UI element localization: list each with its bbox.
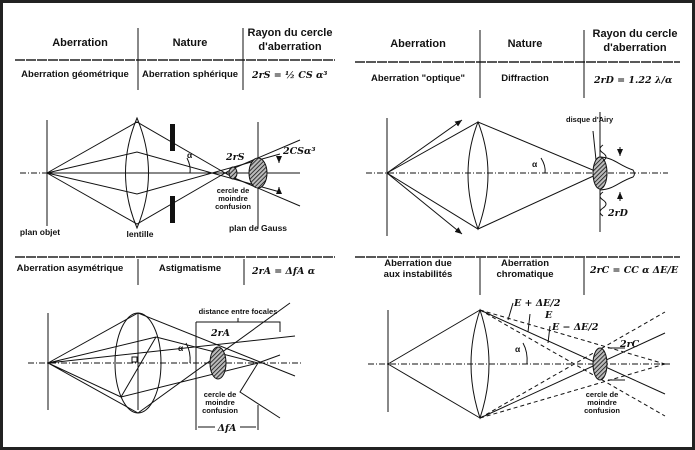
circle-label-1: cercle de: [586, 390, 619, 399]
lens-label: lentille: [127, 229, 154, 239]
lens: [125, 116, 149, 230]
chromatic-diagram: E + ΔE/2 E E − ΔE/2 α 2rC cercle de moin…: [368, 298, 670, 420]
header-nature: Nature: [508, 38, 543, 50]
lens: [467, 120, 489, 231]
spherical-aberration-diagram: α 2rS 2CSα³ cercle de moindre confusion …: [20, 116, 316, 239]
circle-label-3: confusion: [202, 406, 238, 415]
diffracted-ray: [386, 119, 463, 174]
row-formula: 2rC = CC α ΔE/E: [589, 265, 679, 276]
diffracted-ray: [386, 172, 463, 235]
two-rd-label: 2rD: [607, 208, 629, 219]
two-ra-label: 2rA: [210, 328, 230, 339]
rays-E-minus: [479, 309, 666, 419]
alpha-arc: [540, 157, 546, 174]
row-aberration: Aberration asymétrique: [17, 263, 124, 274]
row-nature: Aberration sphérique: [142, 69, 238, 80]
right-angle-mark: [131, 356, 138, 363]
focal-distance-bracket: [196, 318, 281, 332]
circle-label-1: cercle de: [204, 390, 237, 399]
header-rayon-1: Rayon du cercle: [593, 28, 678, 40]
row-nature: Astigmatisme: [159, 263, 221, 274]
header-aberration: Aberration: [52, 37, 108, 49]
circle-label-3: confusion: [584, 406, 620, 415]
row-formula: 2rA = ΔfA α: [251, 266, 316, 277]
alpha-arc: [185, 342, 191, 364]
delta-fa-label: ΔfA: [217, 423, 237, 434]
row-nature: Diffraction: [501, 73, 549, 84]
row-formula: 2rS = ½ CS α³: [251, 70, 327, 81]
circle-label-1: cercle de: [217, 186, 250, 195]
two-cs-alpha3-label: 2CSα³: [282, 146, 316, 157]
gauss-plane-label: plan de Gauss: [229, 223, 287, 233]
header-rayon-1: Rayon du cercle: [248, 27, 333, 39]
row-nature-2: chromatique: [496, 269, 553, 280]
e-plus-label: E + ΔE/2: [513, 298, 561, 309]
astigmatism-diagram: distance entre focales 2rA α cercle de m…: [28, 302, 302, 434]
label-leaders: [507, 302, 551, 344]
row-nature-1: Aberration: [501, 258, 549, 269]
gauss-blur-disk: [248, 157, 268, 189]
rays-extended: [231, 139, 301, 207]
circle-label-3: confusion: [215, 202, 251, 211]
object-plane-label: plan objet: [20, 227, 60, 237]
row-aberration: Aberration "optique": [371, 73, 465, 84]
airy-leader: [592, 130, 597, 161]
circle-label-2: moindre: [205, 398, 235, 407]
least-confusion-circle: [592, 347, 608, 381]
alpha-label: α: [532, 159, 538, 169]
table-spherical: Aberration Nature Rayon du cercle d'aber…: [15, 27, 335, 90]
wave-lines: [599, 144, 607, 217]
rays-E: [479, 309, 666, 419]
rays: [46, 121, 295, 225]
header-nature: Nature: [173, 37, 208, 49]
header-aberration: Aberration: [390, 38, 446, 50]
alpha-arc: [186, 157, 191, 174]
two-rc-label: 2rC: [619, 339, 640, 350]
row-formula: 2rD = 1.22 λ/α: [593, 75, 673, 86]
e-label: E: [544, 310, 553, 321]
diffraction-diagram: disque d'Airy α 2rD: [366, 112, 668, 236]
row-aberration-1: Aberration due: [384, 258, 452, 269]
table-astigmatism: Aberration asymétrique Astigmatisme 2rA …: [15, 256, 335, 285]
least-confusion-circle: [228, 166, 238, 180]
rays: [386, 121, 602, 230]
two-rs-label: 2rS: [225, 152, 245, 163]
table-chromatic: Aberration due aux instabilités Aberrati…: [355, 256, 680, 295]
least-confusion-circle: [209, 346, 227, 380]
rays-in: [387, 309, 481, 419]
aperture-stop-top: [170, 124, 175, 151]
airy-disk: [592, 156, 608, 190]
focal-distance-label: distance entre focales: [199, 307, 278, 316]
alpha-label: α: [178, 343, 184, 353]
circle-label-2: moindre: [587, 398, 617, 407]
circle-label-2: moindre: [218, 194, 248, 203]
row-aberration-2: aux instabilités: [384, 269, 453, 280]
table-diffraction: Aberration Nature Rayon du cercle d'aber…: [355, 28, 680, 98]
rays: [47, 312, 296, 414]
header-rayon-2: d'aberration: [603, 42, 666, 54]
e-minus-label: E − ΔE/2: [551, 322, 599, 333]
airy-profile: [599, 156, 635, 191]
alpha-label: α: [515, 344, 521, 354]
aperture-stop-bottom: [170, 196, 175, 223]
alpha-label: α: [187, 150, 193, 160]
header-rayon-2: d'aberration: [258, 41, 321, 53]
alpha-arc: [522, 342, 528, 365]
row-aberration: Aberration géométrique: [21, 69, 129, 80]
airy-disk-label: disque d'Airy: [566, 115, 614, 124]
